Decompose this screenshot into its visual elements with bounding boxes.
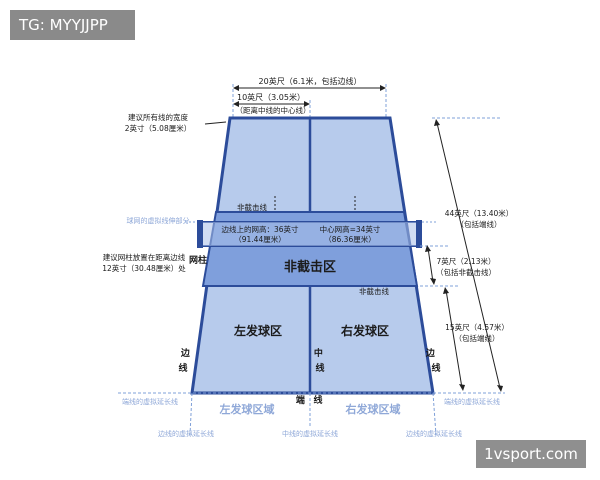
net: [203, 222, 417, 246]
arrow-head: [443, 287, 449, 294]
nvz-7ft-label: 7英尺（2.13米）: [437, 256, 496, 266]
sideline-left-char-2: 线: [178, 362, 187, 374]
baseline-label: 端 线: [296, 394, 323, 406]
net-post-label: 网柱: [189, 254, 207, 266]
net-height-sideline-value: （91.44厘米）: [234, 234, 285, 244]
sideline-left-label: 边 线: [178, 347, 193, 374]
arrow-head: [380, 85, 386, 91]
right-service-court-label: 右发球区: [340, 323, 389, 338]
centerline-label: 中 线: [314, 347, 326, 374]
net-height-center-label: 中心网高=34英寸: [320, 224, 381, 234]
width-10ft-note: （距离中线的中心线）: [236, 105, 311, 115]
line-width-pointer: [204, 121, 227, 125]
net-post-right: [416, 220, 422, 248]
nvz-7ft-note: （包括非截击线）: [436, 267, 496, 277]
baseline-extension-right-label: 端线的虚拟延长线: [444, 397, 500, 406]
arrow-head: [497, 385, 503, 392]
centerline-char-2: 线: [315, 362, 324, 374]
non-volley-zone-label: 非截击区: [284, 259, 336, 275]
watermark-label: TG: MYYJJPP: [10, 10, 135, 40]
centerline-char-1: 中: [314, 347, 323, 359]
left-service-court-label: 左发球区: [233, 323, 282, 338]
net-height-center-value: （86.36厘米）: [324, 234, 375, 244]
post-distance-label: 建议网柱放置在距离边线: [103, 252, 186, 262]
dimension-arrow-44ft: [436, 122, 501, 389]
sideline-left-char-1: 边: [180, 347, 191, 359]
sideline-extension-left: [189, 392, 193, 436]
width-20ft-label: 20英尺（6.1米，包括边线）: [259, 76, 362, 86]
length-44ft-label: 44英尺（13.40米）: [445, 208, 514, 218]
service-15ft-label: 15英尺（4.57米）: [445, 322, 509, 332]
arrow-head: [434, 119, 440, 126]
sideline-extension-right-label: 边线的虚拟延长线: [406, 429, 462, 438]
left-service-area-label: 左发球区域: [219, 402, 275, 416]
sideline-extension-left-label: 边线的虚拟延长线: [158, 429, 214, 438]
nvz-line-top-label: 非截击线: [237, 202, 267, 212]
arrow-head: [425, 245, 431, 252]
right-service-area-label: 右发球区域: [345, 402, 401, 416]
dimension-arrow-15ft: [445, 289, 463, 389]
sideline-right-char-1: 边: [425, 347, 436, 359]
sideline-right-char-2: 线: [431, 362, 440, 374]
baseline-char-1: 端: [296, 394, 305, 406]
arrow-head: [233, 85, 239, 91]
centerline-extension-label: 中线的虚拟延长线: [282, 429, 338, 438]
length-44ft-note: （包括端线）: [457, 219, 502, 229]
arrow-head: [459, 384, 465, 391]
site-logo: 1vsport.com: [476, 440, 586, 468]
net-height-sideline-label: 边线上的网高：36英寸: [221, 224, 299, 234]
net-extension-label: 球网的虚拟线伸部分: [127, 216, 190, 225]
service-15ft-note: （包括端线）: [455, 333, 500, 343]
line-width-value: 2英寸（5.08厘米）: [125, 123, 191, 133]
width-10ft-label: 10英尺（3.05米）: [237, 92, 305, 102]
arrow-head: [430, 278, 436, 285]
sideline-right-label: 边 线: [425, 347, 441, 374]
baseline-char-2: 线: [313, 394, 322, 406]
net-post-left: [197, 220, 203, 248]
arrow-head: [233, 101, 239, 107]
line-width-label: 建议所有线的宽度: [128, 112, 188, 122]
post-distance-value: 12英寸（30.48厘米）处: [102, 263, 186, 273]
sideline-extension-right: [432, 392, 437, 436]
baseline-extension-left-label: 端线的虚拟延长线: [122, 397, 178, 406]
dimension-arrow-7ft: [427, 247, 434, 283]
arrow-head: [304, 101, 310, 107]
nvz-line-bottom-label: 非截击线: [359, 286, 389, 296]
